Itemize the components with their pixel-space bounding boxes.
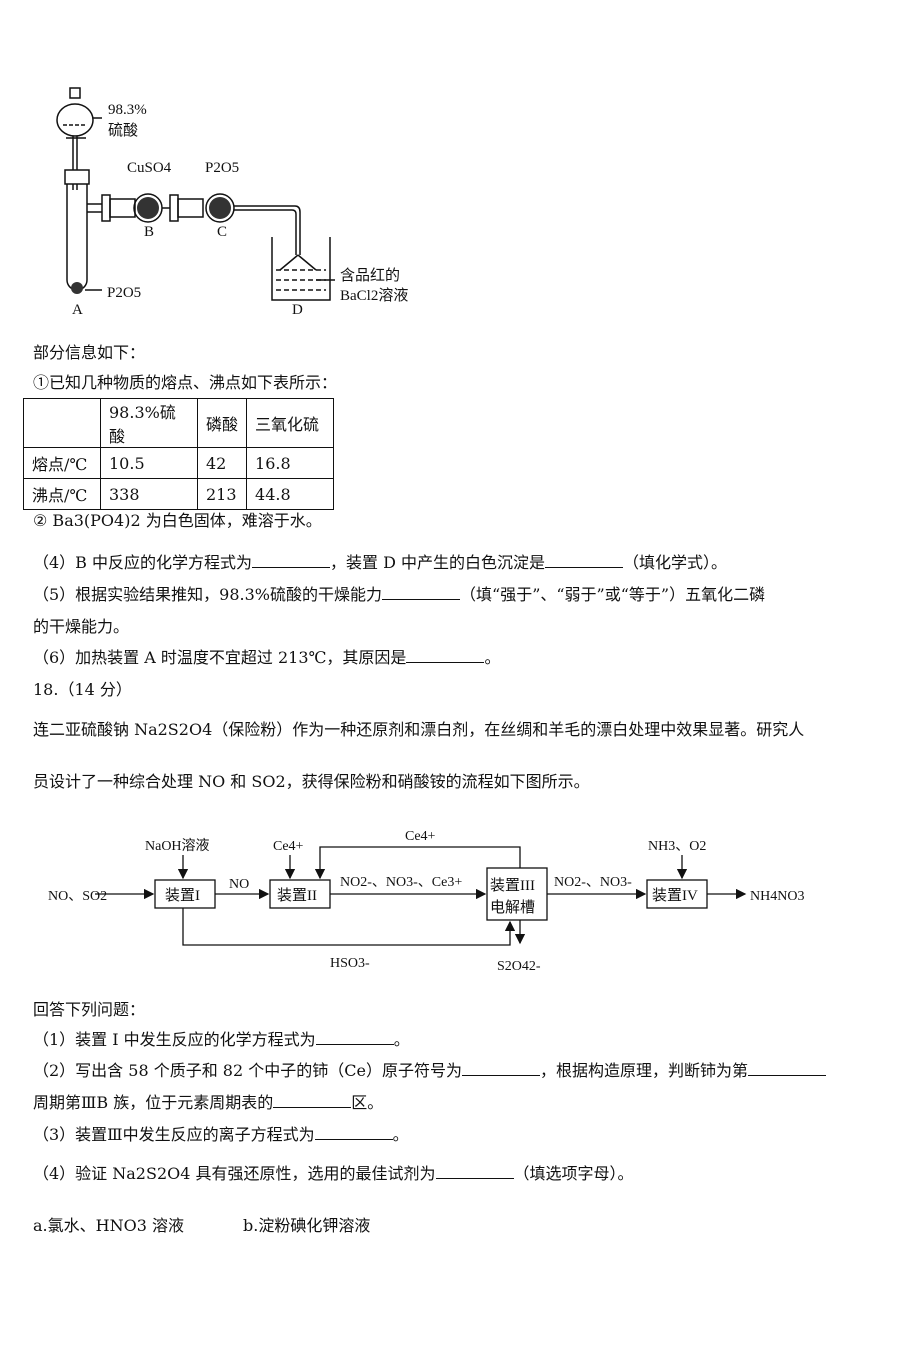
- label-a: A: [72, 302, 83, 318]
- flow-ce-in: Ce4+: [273, 839, 304, 854]
- answer-blank[interactable]: [435, 1164, 514, 1179]
- answer-heading: 回答下列问题：: [33, 1000, 146, 1019]
- flow-hso3: HSO3-: [330, 956, 370, 971]
- th: 98.3%硫酸: [100, 398, 198, 448]
- th: 磷酸: [196, 398, 248, 448]
- q5-text: （5）根据实验结果推知，98.3%硫酸的干燥能力: [33, 585, 383, 604]
- acid-label-2: 硫酸: [108, 123, 139, 139]
- label-d: D: [292, 302, 303, 318]
- cell: 213: [196, 478, 248, 510]
- answer-blank[interactable]: [545, 553, 624, 568]
- flow-product: NH4NO3: [750, 889, 804, 904]
- q6-text: 。: [484, 648, 501, 667]
- d-label-2: BaCl2溶液: [340, 288, 409, 304]
- cell: 338: [100, 478, 198, 510]
- d-label: 含品红的 BaCl2溶液: [340, 266, 408, 306]
- q4: （4）B 中反应的化学方程式为 ，装置 D 中产生的白色沉淀是 （填化学式）。: [33, 553, 727, 573]
- cell: 42: [196, 447, 248, 479]
- label-b: B: [144, 224, 155, 240]
- answer-blank[interactable]: [461, 1061, 540, 1076]
- device-1: 装置I: [165, 887, 200, 904]
- acid-label: 98.3% 硫酸: [108, 102, 147, 140]
- device-2: 装置II: [277, 887, 317, 904]
- apparatus-diagram: [56, 87, 335, 301]
- cell: 10.5: [100, 447, 198, 479]
- a2: 周期第ⅢB 族，位于元素周期表的 区。: [33, 1093, 383, 1113]
- option-a[interactable]: a.氯水、HNO3 溶液: [33, 1216, 184, 1235]
- flow-naoh: NaOH溶液: [145, 838, 210, 854]
- flow-nh3: NH3、O2: [648, 839, 706, 854]
- answer-blank[interactable]: [406, 648, 485, 663]
- a2-text: （2）写出含 58 个质子和 82 个中子的铈（Ce）原子符号为: [33, 1061, 462, 1080]
- q4-text: （填化学式）。: [623, 553, 728, 572]
- q4-text: （4）B 中反应的化学方程式为: [33, 553, 253, 572]
- a2-text: 区。: [351, 1093, 384, 1112]
- flow-diagram: NO、SO2 NaOH溶液 装置I NO Ce4+ 装置II NO2-、NO3-…: [48, 829, 804, 974]
- a1-text: （1）装置 I 中发生反应的化学方程式为: [33, 1030, 316, 1049]
- b-reagent: CuSO4: [127, 160, 172, 176]
- th: 三氧化硫: [246, 398, 335, 448]
- q5-text: 的干燥能力。: [33, 617, 130, 636]
- answer-blank[interactable]: [273, 1093, 352, 1108]
- info-1: ①已知几种物质的熔点、沸点如下表所示：: [33, 373, 338, 392]
- option-b[interactable]: b.淀粉碘化钾溶液: [243, 1216, 371, 1235]
- c-reagent: P2O5: [205, 160, 240, 176]
- a-reagent: P2O5: [107, 285, 142, 301]
- q5: （5）根据实验结果推知，98.3%硫酸的干燥能力 （填“强于”、“弱于”或“等于”…: [33, 585, 765, 605]
- th: [23, 398, 101, 448]
- a3-text: 。: [392, 1125, 409, 1144]
- a2-text: 周期第ⅢB 族，位于元素周期表的: [33, 1093, 274, 1112]
- a1-text: 。: [393, 1030, 410, 1049]
- flow-out3: NO2-、NO3-: [554, 875, 632, 890]
- a1: （1）装置 I 中发生反应的化学方程式为 。: [33, 1030, 410, 1050]
- label-c: C: [217, 224, 228, 240]
- answer-blank[interactable]: [252, 553, 331, 568]
- intro-text: 部分信息如下：: [33, 343, 146, 362]
- q18-paragraph: 连二亚硫酸钠 Na2S2O4（保险粉）作为一种还原剂和漂白剂，在丝绸和羊毛的漂白…: [33, 720, 805, 739]
- a3-text: （3）装置Ⅲ中发生反应的离子方程式为: [33, 1125, 315, 1144]
- q5-text: （填“强于”、“弱于”或“等于”）五氧化二磷: [460, 585, 766, 604]
- q6: （6）加热装置 A 时温度不宜超过 213℃，其原因是 。: [33, 648, 500, 668]
- answer-blank[interactable]: [315, 1030, 394, 1045]
- question-18-heading: 18.（14 分）: [33, 680, 132, 699]
- a2-text: ，根据构造原理，判断铈为第: [539, 1061, 748, 1080]
- q6-text: （6）加热装置 A 时温度不宜超过 213℃，其原因是: [33, 648, 407, 667]
- flow-input: NO、SO2: [48, 889, 107, 904]
- q18-paragraph: 员设计了一种综合处理 NO 和 SO2，获得保险粉和硝酸铵的流程如下图所示。: [33, 772, 590, 791]
- flow-s2o4: S2O42-: [497, 959, 541, 974]
- device-3: 装置III: [490, 877, 535, 894]
- cell: 沸点/℃: [23, 478, 101, 510]
- answer-blank[interactable]: [314, 1125, 393, 1140]
- cell: 熔点/℃: [23, 447, 101, 479]
- flow-ce-top: Ce4+: [405, 829, 436, 844]
- acid-label-1: 98.3%: [108, 102, 147, 118]
- a4: （4）验证 Na2S2O4 具有强还原性，选用的最佳试剂为 （填选项字母）。: [33, 1164, 634, 1184]
- a2: （2）写出含 58 个质子和 82 个中子的铈（Ce）原子符号为 ，根据构造原理，…: [33, 1061, 826, 1081]
- d-label-1: 含品红的: [340, 268, 401, 284]
- device-4: 装置IV: [652, 887, 698, 904]
- a3: （3）装置Ⅲ中发生反应的离子方程式为 。: [33, 1125, 409, 1145]
- answer-blank[interactable]: [382, 585, 461, 600]
- cell: 16.8: [246, 447, 335, 479]
- flow-no: NO: [229, 877, 249, 892]
- info-2: ② Ba3(PO4)2 为白色固体，难溶于水。: [33, 511, 322, 530]
- cell: 44.8: [246, 478, 335, 510]
- flow-mid: NO2-、NO3-、Ce3+: [340, 875, 462, 890]
- device-3-sub: 电解槽: [490, 899, 535, 916]
- a4-text: （填选项字母）。: [513, 1164, 634, 1183]
- q4-text: ，装置 D 中产生的白色沉淀是: [330, 553, 546, 572]
- a4-text: （4）验证 Na2S2O4 具有强还原性，选用的最佳试剂为: [33, 1164, 436, 1183]
- answer-blank[interactable]: [747, 1061, 826, 1076]
